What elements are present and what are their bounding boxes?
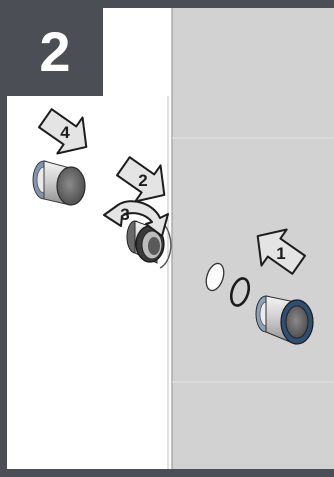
gray-panel xyxy=(172,8,334,469)
arrow-1-label: 1 xyxy=(276,244,285,263)
arrow-3-label: 3 xyxy=(120,205,129,224)
step-number-badge: 2 xyxy=(7,8,103,96)
diagram-frame: 4 2 3 1 2 xyxy=(7,8,334,469)
step-number: 2 xyxy=(39,24,70,80)
arrow-4-label: 4 xyxy=(60,123,70,142)
arrow-2-label: 2 xyxy=(138,171,147,190)
